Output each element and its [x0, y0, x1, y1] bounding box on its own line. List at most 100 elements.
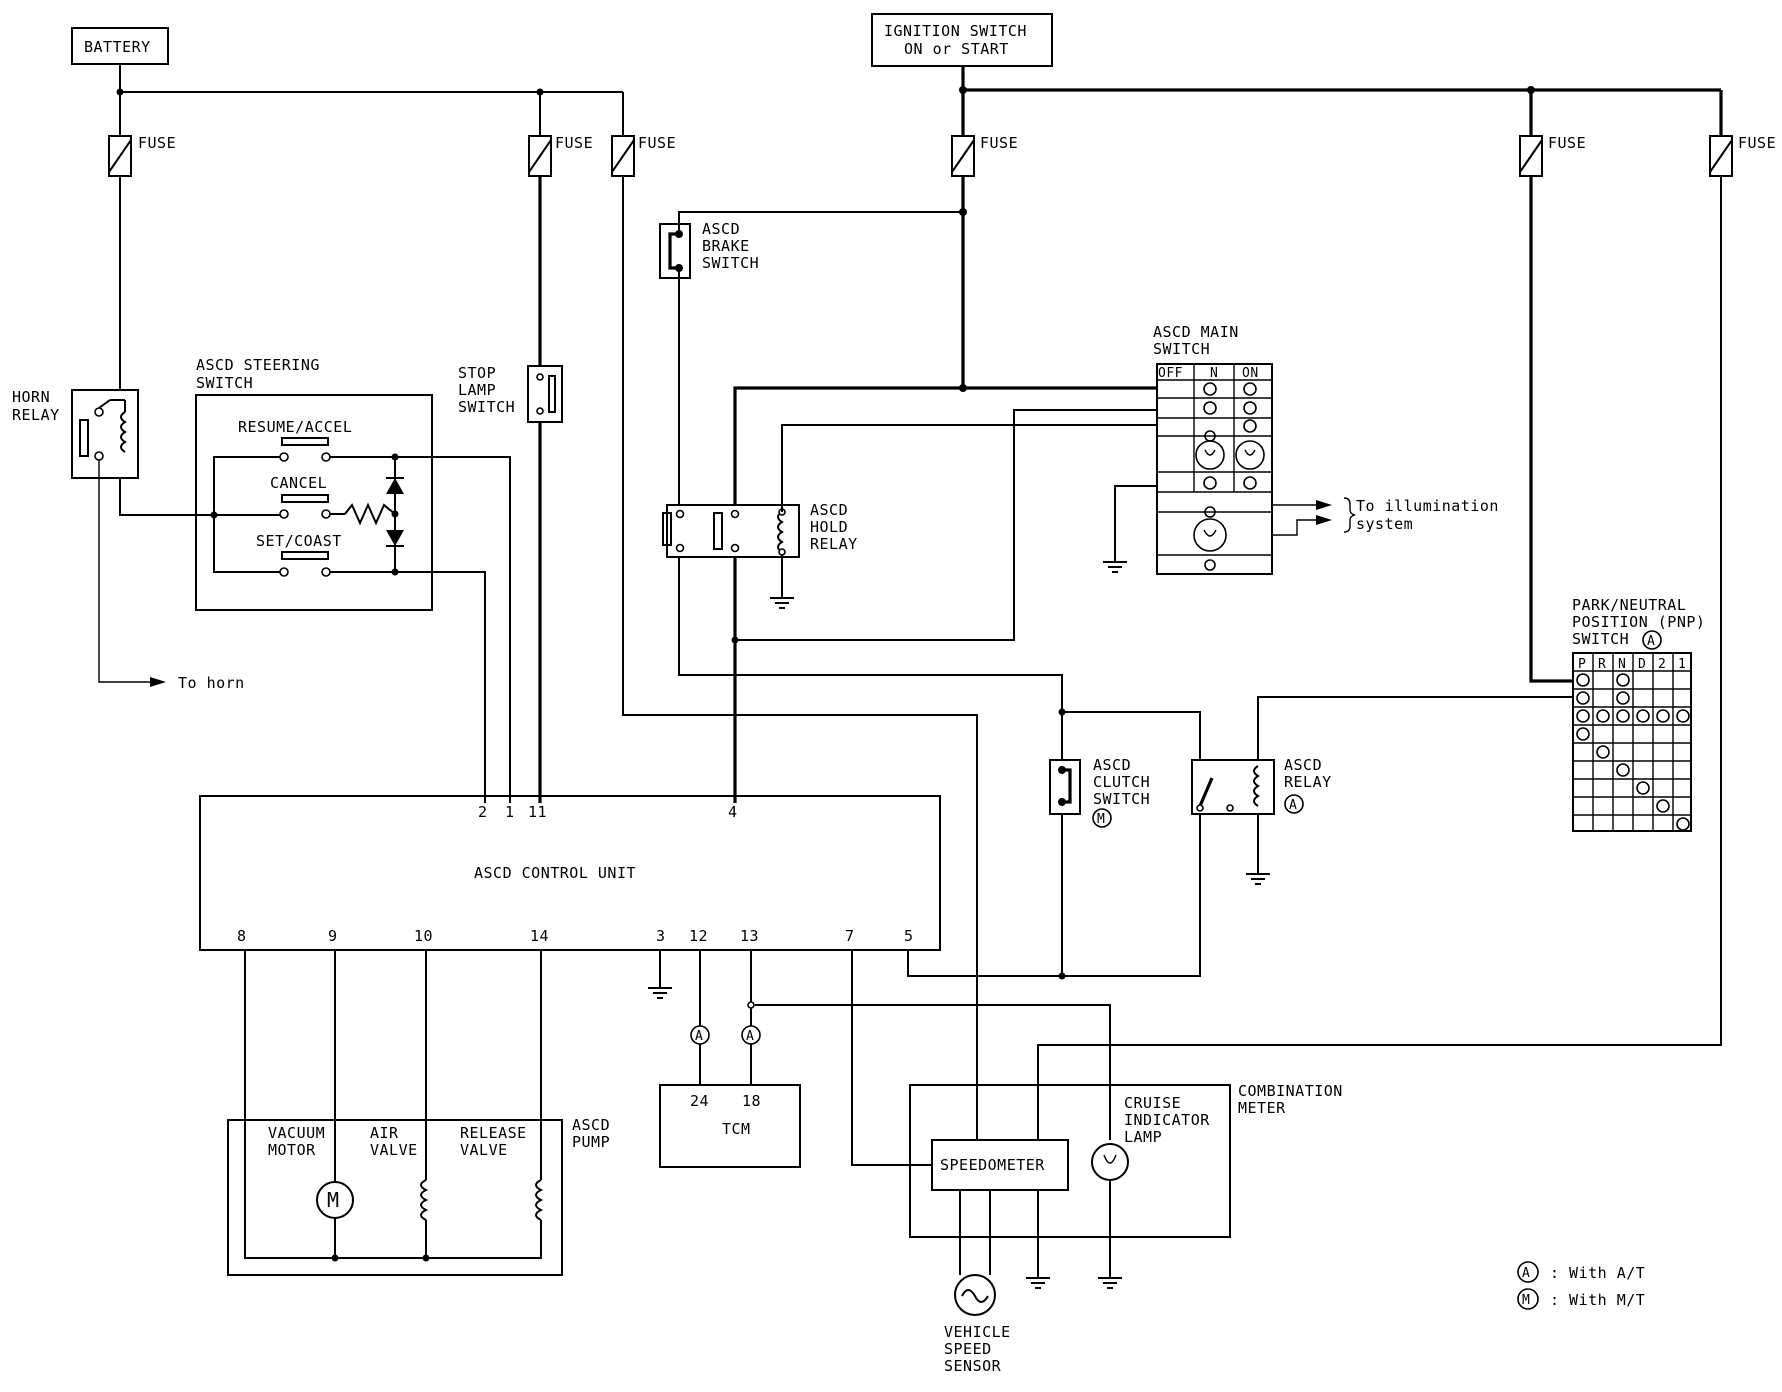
svg-text:FUSE: FUSE	[638, 134, 676, 152]
svg-text:SWITCH: SWITCH	[458, 398, 515, 416]
svg-text:HOLD: HOLD	[810, 518, 848, 536]
svg-text:14: 14	[530, 927, 549, 945]
svg-text:STOP: STOP	[458, 364, 496, 382]
pnp-wires	[1257, 176, 1573, 760]
svg-text:ASCD: ASCD	[1284, 756, 1322, 774]
svg-text:N: N	[1210, 366, 1218, 381]
svg-text:12: 12	[689, 927, 708, 945]
svg-text:SWITCH: SWITCH	[1572, 630, 1629, 648]
svg-text:COMBINATION: COMBINATION	[1238, 1082, 1343, 1100]
svg-text:1: 1	[505, 803, 515, 821]
meter-wires	[959, 176, 1722, 1289]
fuse-speedometer: FUSE	[611, 134, 676, 177]
control-unit-bottom-wires: A A	[648, 950, 1111, 1166]
svg-text:BRAKE: BRAKE	[702, 237, 750, 255]
ascd-relay-wires	[907, 814, 1270, 980]
horn-wires: To horn	[98, 176, 245, 692]
svg-text:ON: ON	[1242, 366, 1259, 381]
svg-text:METER: METER	[1238, 1099, 1286, 1117]
svg-text:SWITCH: SWITCH	[196, 374, 253, 392]
svg-text:SPEEDOMETER: SPEEDOMETER	[940, 1156, 1045, 1174]
legend: A : With A/T M : With M/T	[1517, 1261, 1645, 1310]
svg-text:ASCD STEERING: ASCD STEERING	[196, 356, 320, 374]
svg-text:PARK/NEUTRAL: PARK/NEUTRAL	[1572, 596, 1686, 614]
svg-text:ASCD CONTROL UNIT: ASCD CONTROL UNIT	[474, 864, 636, 882]
svg-text:To horn: To horn	[178, 674, 245, 692]
svg-text:M: M	[327, 1188, 340, 1212]
hold-relay-wires	[731, 409, 1157, 644]
svg-text:A: A	[1289, 798, 1297, 813]
svg-text:2: 2	[478, 803, 488, 821]
svg-text:POSITION (PNP): POSITION (PNP)	[1572, 613, 1705, 631]
svg-text:9: 9	[328, 927, 338, 945]
svg-text:ASCD: ASCD	[1093, 756, 1131, 774]
fuse-horn: FUSE	[108, 134, 176, 177]
svg-text:AIR: AIR	[370, 1124, 399, 1142]
svg-text:FUSE: FUSE	[555, 134, 593, 152]
svg-text:SWITCH: SWITCH	[702, 254, 759, 272]
vehicle-speed-sensor: VEHICLE SPEED SENSOR	[944, 1274, 1011, 1375]
svg-text:P: P	[1578, 657, 1586, 672]
ascd-pump: ASCD PUMP VACUUM MOTOR AIR VALVE RELEASE…	[227, 1116, 610, 1276]
svg-text:24: 24	[690, 1092, 709, 1110]
svg-text:To illumination: To illumination	[1356, 497, 1499, 515]
svg-text:CLUTCH: CLUTCH	[1093, 773, 1150, 791]
ignition-switch: IGNITION SWITCH ON or START	[871, 13, 1053, 67]
svg-text:ASCD: ASCD	[702, 220, 740, 238]
svg-text:system: system	[1356, 515, 1413, 533]
pnp-switch: PARK/NEUTRAL POSITION (PNP) SWITCH A P R…	[1572, 596, 1705, 832]
horn-relay: HORN RELAY	[12, 388, 139, 479]
svg-text:SET/COAST: SET/COAST	[256, 532, 342, 550]
svg-text:M: M	[1097, 812, 1105, 827]
svg-text:SWITCH: SWITCH	[1153, 340, 1210, 358]
svg-text:MOTOR: MOTOR	[268, 1141, 316, 1159]
ascd-control-unit: ASCD CONTROL UNIT 2 1 11 4 8 9 10 14 3 1…	[199, 795, 941, 951]
svg-text:FUSE: FUSE	[980, 134, 1018, 152]
svg-text:RESUME/ACCEL: RESUME/ACCEL	[238, 418, 352, 436]
svg-text:1: 1	[1678, 657, 1686, 672]
svg-text:FUSE: FUSE	[1548, 134, 1586, 152]
fuse-ignition: FUSE	[951, 134, 1018, 177]
svg-text:RELAY: RELAY	[810, 535, 858, 553]
svg-text:SENSOR: SENSOR	[944, 1357, 1002, 1375]
svg-text:10: 10	[414, 927, 433, 945]
svg-text:BATTERY: BATTERY	[84, 38, 151, 56]
tcm: 24 18 TCM	[659, 1084, 801, 1168]
svg-text:A: A	[1647, 634, 1655, 649]
svg-text:13: 13	[740, 927, 759, 945]
svg-text:4: 4	[728, 803, 738, 821]
svg-text:FUSE: FUSE	[138, 134, 176, 152]
svg-text:INDICATOR: INDICATOR	[1124, 1111, 1210, 1129]
svg-text:VACUUM: VACUUM	[268, 1124, 325, 1142]
ascd-main-switch: ASCD MAIN SWITCH OFF N ON	[1153, 323, 1273, 575]
battery: BATTERY	[71, 27, 169, 65]
svg-text:HORN: HORN	[12, 388, 50, 406]
svg-text:RELAY: RELAY	[1284, 773, 1332, 791]
svg-text:8: 8	[237, 927, 247, 945]
ascd-hold-relay: ASCD HOLD RELAY	[662, 501, 858, 558]
svg-text:VEHICLE: VEHICLE	[944, 1323, 1011, 1341]
ascd-relay: ASCD RELAY A	[1191, 756, 1332, 815]
pump-wires	[244, 950, 542, 1262]
svg-text:TCM: TCM	[722, 1120, 751, 1138]
svg-text:CANCEL: CANCEL	[270, 474, 327, 492]
svg-text:VALVE: VALVE	[370, 1141, 418, 1159]
combination-meter: COMBINATION METER SPEEDOMETER CRUISE IND…	[909, 1082, 1343, 1238]
svg-text:N: N	[1618, 657, 1626, 672]
fuse-stop-lamp: FUSE	[528, 134, 593, 177]
stop-lamp-switch: STOP LAMP SWITCH	[458, 176, 563, 803]
svg-text:M: M	[1522, 1293, 1530, 1308]
svg-text:VALVE: VALVE	[460, 1141, 508, 1159]
svg-text:ASCD: ASCD	[810, 501, 848, 519]
svg-text:7: 7	[845, 927, 855, 945]
svg-text:: With M/T: : With M/T	[1550, 1291, 1645, 1309]
svg-text:PUMP: PUMP	[572, 1133, 610, 1151]
ignition-feed-wires	[678, 176, 1157, 805]
svg-text:IGNITION SWITCH: IGNITION SWITCH	[884, 22, 1027, 40]
svg-text:FUSE: FUSE	[1738, 134, 1776, 152]
svg-text:SWITCH: SWITCH	[1093, 790, 1150, 808]
svg-text:ON or START: ON or START	[904, 40, 1009, 58]
svg-text:CRUISE: CRUISE	[1124, 1094, 1181, 1112]
fuse-meter: FUSE	[1709, 134, 1776, 177]
